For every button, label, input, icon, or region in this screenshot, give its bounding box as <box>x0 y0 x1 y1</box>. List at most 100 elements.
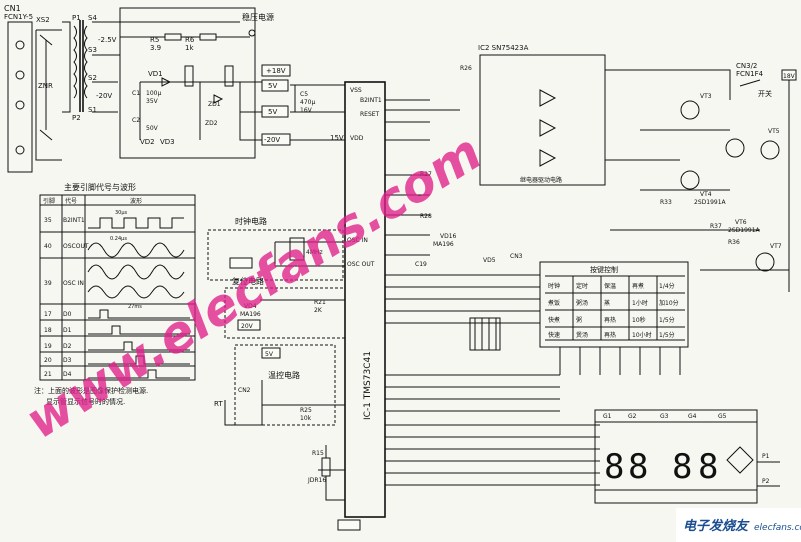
key-cell[interactable]: 煲汤 <box>576 331 588 339</box>
r15-label: R15 <box>312 450 324 457</box>
c1-label: C1 <box>132 90 140 97</box>
c1-voltage: 35V <box>146 98 159 105</box>
grid-label: G5 <box>718 413 727 420</box>
key-cell[interactable]: 1/5分 <box>659 331 675 339</box>
r36-label: R36 <box>728 239 740 246</box>
key-matrix: 按键控制 时钟 定时 保温 再煮 1/4分 煮饭 粥汤 蒸 1小时 加10分 快… <box>539 261 689 375</box>
wt-code: OSCOUT <box>63 243 89 250</box>
key-cell[interactable]: 再热 <box>604 316 616 324</box>
key-cell[interactable]: 1小时 <box>632 299 648 307</box>
rail-0v-tag <box>261 105 289 118</box>
key-cell[interactable]: 1/4分 <box>659 282 675 290</box>
grid-label: G4 <box>688 413 697 420</box>
reset-title: 复位电路 <box>232 276 264 286</box>
switch-label: 开关 <box>758 89 772 98</box>
seven-segment-digit: 8 <box>628 447 648 487</box>
temp-5v: 5V <box>265 351 274 358</box>
zd1-label: ZD1 <box>208 101 221 108</box>
seven-segment-digit: 8 <box>698 447 718 487</box>
vd5-label: VD5 <box>483 257 496 264</box>
waveform-table-title: 主要引脚代号与波形 <box>64 182 136 192</box>
wt-pin: 20 <box>44 357 52 364</box>
brand-logo: 电子发烧友 <box>683 518 750 534</box>
ma196-label: MA196 <box>433 241 454 248</box>
p1-label: P1 <box>72 14 81 22</box>
rail-0v-label: 5V <box>268 108 277 116</box>
reset-20v: 20V <box>241 323 254 330</box>
wt-code: D2 <box>63 343 72 350</box>
vt6-label: VT6 <box>735 219 747 226</box>
key-cell[interactable]: 1/5分 <box>659 316 675 324</box>
r33-label: R33 <box>660 199 672 206</box>
rail-5v: 5V <box>268 82 277 90</box>
wt-note2: 显示管显示信号时的情况. <box>46 397 125 406</box>
vd16-label: VD16 <box>440 233 457 240</box>
p1-display: P1 <box>762 453 770 460</box>
clock-circuit: 时钟电路 4MHz <box>207 216 345 281</box>
s1-label: S1 <box>88 106 97 114</box>
clock-title: 时钟电路 <box>235 216 267 226</box>
c2-label: C2 <box>132 117 140 124</box>
wt-pin: 18 <box>44 327 52 334</box>
xs2-label: XS2 <box>36 16 50 24</box>
pin-vdd: VDD <box>350 135 364 142</box>
key-cell[interactable]: 保温 <box>604 282 616 290</box>
rail-5v-tag <box>261 79 289 92</box>
key-cell[interactable]: 蒸 <box>604 299 610 307</box>
v-neg-label: -2.5V <box>98 36 117 44</box>
cn2-label: CN2 <box>238 387 251 394</box>
c2-voltage: 50V <box>146 125 159 132</box>
cn1-label: CN1 <box>4 4 21 13</box>
zd2-label: ZD2 <box>205 120 218 127</box>
vt7-label: VT7 <box>770 243 782 250</box>
power-supply: 稳压电源 -2.5V -20V R5 3.9 R6 1k VD1 VD2 VD3… <box>96 7 345 159</box>
vd4-label: VD4 <box>244 303 257 310</box>
relay-driver: IC2 SN75423A 继电器驱动电路 CN3/2 FCN1F4 开关 18V… <box>478 44 797 292</box>
r21-value: 2K <box>314 307 323 314</box>
wt-code: OSC IN <box>63 280 84 287</box>
p2-display: P2 <box>762 478 770 485</box>
wt-code: D1 <box>63 327 72 334</box>
wt-head-code: 代号 <box>65 197 77 205</box>
seven-segment-digit: 8 <box>672 447 692 487</box>
key-cell[interactable]: 煮饭 <box>548 299 560 307</box>
reset-circuit: 复位电路 VD4 MA196 R21 2K 20V <box>224 276 346 339</box>
power-title: 稳压电源 <box>242 12 274 22</box>
wt-code: B2INT1 <box>63 217 85 224</box>
key-cell[interactable]: 10小时 <box>632 331 652 339</box>
r25-value: 10k <box>300 415 312 422</box>
c19-label: C19 <box>415 261 427 268</box>
key-cell[interactable]: 定时 <box>576 282 588 290</box>
wt-note: 30μs <box>115 210 128 216</box>
key-cell[interactable]: 加10分 <box>659 299 679 307</box>
key-cell[interactable]: 再热 <box>604 331 616 339</box>
key-cell[interactable]: 再煮 <box>632 282 644 290</box>
rail-15v: 15V <box>330 134 344 142</box>
grid-label: G2 <box>628 413 637 420</box>
jdr-label: JDR16 <box>307 477 326 484</box>
grid-label: G1 <box>603 413 612 420</box>
c5-value: 470μ <box>300 99 315 106</box>
ic1-chip: IC-1 TMS73C41 VSS VDD B2INT1 RESET OSC I… <box>337 81 600 531</box>
s2-label: S2 <box>88 74 97 82</box>
key-cell[interactable]: 粥 <box>576 316 582 324</box>
wt-pin: 39 <box>44 280 52 287</box>
bottom-chain: R15 JDR16 <box>307 445 345 501</box>
key-cell[interactable]: 快煮 <box>548 316 560 324</box>
key-cell[interactable]: 时钟 <box>548 282 560 290</box>
r27-label: R27 <box>420 171 432 178</box>
key-cell[interactable]: 快速 <box>548 331 560 339</box>
r28-label: R28 <box>420 213 432 220</box>
s3-label: S3 <box>88 46 97 54</box>
wt-code: D4 <box>63 371 72 378</box>
rt-label: RT <box>214 400 223 408</box>
grid-label: G3 <box>660 413 669 420</box>
key-cell[interactable]: 10秒 <box>632 316 646 324</box>
ic2-label: IC2 SN75423A <box>478 44 529 52</box>
key-cell[interactable]: 粥汤 <box>576 299 588 307</box>
c1-value: 100μ <box>146 90 161 97</box>
p2-label: P2 <box>72 114 81 122</box>
r26-label: R26 <box>460 65 472 72</box>
wt-head-pin: 引脚 <box>43 197 55 205</box>
